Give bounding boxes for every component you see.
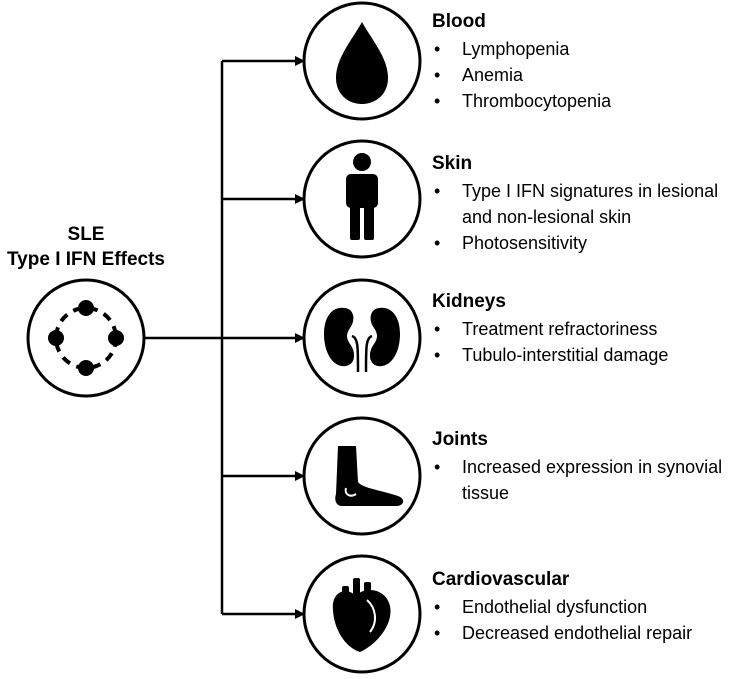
blood-bullet: Anemia [432, 62, 747, 88]
skin-bullets: Type I IFN signatures in lesional and no… [432, 178, 747, 256]
center-title: SLE Type I IFN Effects [0, 222, 172, 272]
sle-node-circle [26, 278, 146, 398]
joints-section: Joints Increased expression in synovial … [432, 428, 747, 506]
cardiovascular-section: Cardiovascular Endothelial dysfunction D… [432, 568, 747, 646]
heart-icon [332, 578, 391, 652]
kidneys-bullet: Treatment refractoriness [432, 316, 747, 342]
joints-bullet: Increased expression in synovial tissue [432, 454, 747, 506]
center-title-line1: SLE [67, 224, 105, 245]
cardiovascular-title: Cardiovascular [432, 569, 570, 590]
kidneys-node-circle [302, 278, 422, 398]
kidneys-bullet: Tubulo-interstitial damage [432, 342, 747, 368]
blood-node [302, 1, 422, 121]
person-icon [346, 153, 378, 240]
kidneys-node [302, 278, 422, 398]
blood-bullet: Lymphopenia [432, 36, 747, 62]
kidneys-bullets: Treatment refractoriness Tubulo-intersti… [432, 316, 747, 368]
cardiovascular-bullet: Endothelial dysfunction [432, 594, 747, 620]
skin-node [302, 139, 422, 259]
center-title-line2: Type I IFN Effects [6, 249, 165, 270]
blood-bullets: Lymphopenia Anemia Thrombocytopenia [432, 36, 747, 114]
cardiovascular-bullet: Decreased endothelial repair [432, 620, 747, 646]
cardiovascular-bullets: Endothelial dysfunction Decreased endoth… [432, 594, 747, 646]
blood-bullet: Thrombocytopenia [432, 88, 747, 114]
foot-icon [335, 446, 404, 506]
blood-drop-icon [336, 22, 388, 104]
connector-lines [145, 56, 305, 619]
skin-title: Skin [432, 153, 473, 174]
kidneys-icon [324, 307, 400, 373]
joints-bullets: Increased expression in synovial tissue [432, 454, 747, 506]
cardiovascular-node [302, 554, 422, 674]
skin-bullet: Type I IFN signatures in lesional and no… [432, 178, 747, 230]
joints-node [302, 416, 422, 536]
joints-node-circle [302, 416, 422, 536]
kidneys-title: Kidneys [432, 291, 506, 312]
blood-section: Blood Lymphopenia Anemia Thrombocytopeni… [432, 10, 747, 114]
blood-title: Blood [432, 11, 486, 32]
joints-title: Joints [432, 429, 488, 450]
sle-node [26, 278, 146, 398]
kidneys-section: Kidneys Treatment refractoriness Tubulo-… [432, 290, 747, 368]
cycle-dots-icon [48, 300, 124, 376]
skin-bullet: Photosensitivity [432, 230, 747, 256]
skin-section: Skin Type I IFN signatures in lesional a… [432, 152, 747, 256]
